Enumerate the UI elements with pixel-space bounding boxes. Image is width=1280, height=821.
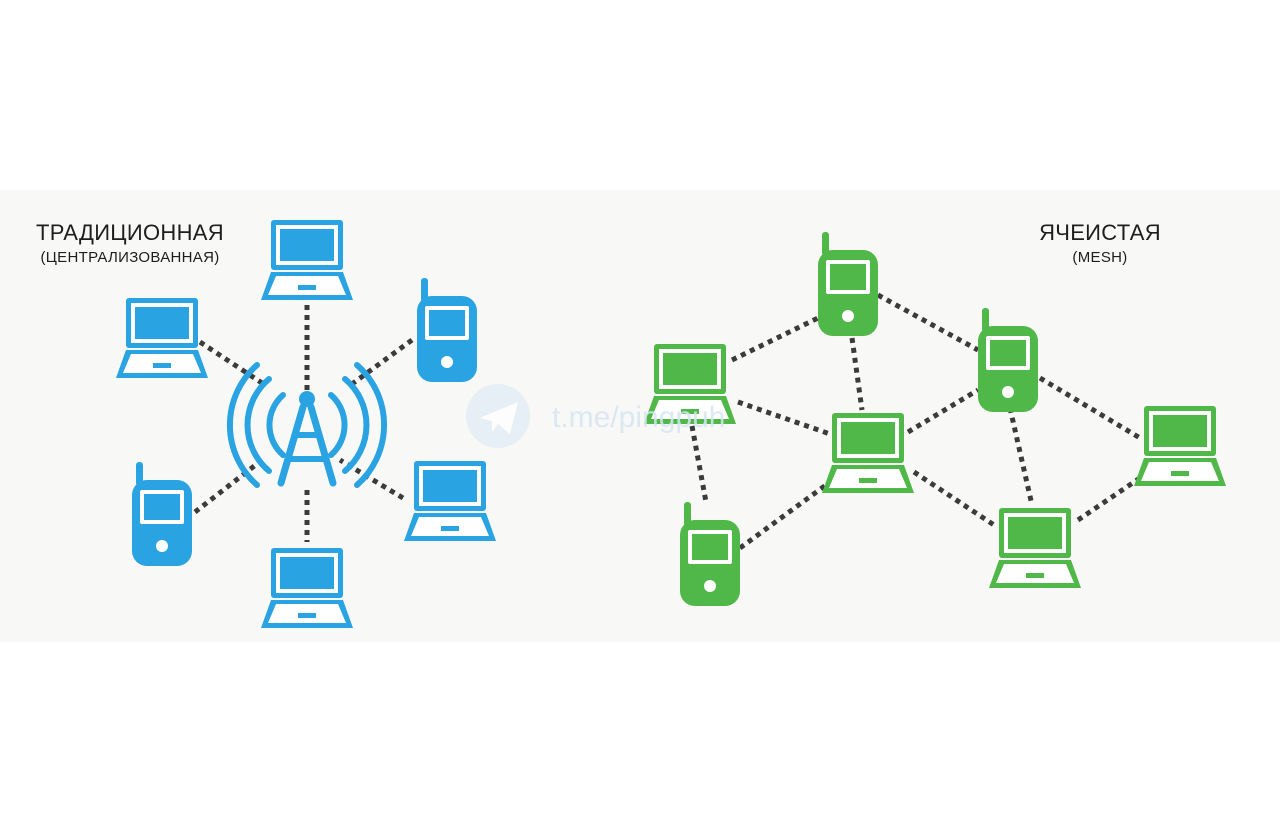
centralized-links: [193, 305, 414, 542]
link-mesh-laptopC-laptopBR: [912, 469, 996, 528]
mesh-laptop-bottom-right: [989, 508, 1081, 588]
watermark-text: t.me/pingpuh: [552, 401, 725, 434]
left-laptop-left: [116, 298, 208, 378]
mesh-laptop-center: [822, 413, 914, 493]
link-mesh-laptopL-laptopC: [737, 399, 831, 437]
link-mesh-phoneBL-laptopC: [738, 482, 828, 551]
telegram-icon: [466, 384, 530, 448]
link-mesh-laptopBR-laptopFR: [1076, 475, 1142, 523]
right-subtitle: (MESH): [1072, 249, 1127, 266]
mesh-phone-bottom-left: [680, 502, 740, 606]
link-tower-laptop-left: [198, 339, 264, 386]
left-title: ТРАДИЦИОННАЯ: [36, 220, 224, 245]
link-tower-phone-left: [193, 458, 264, 514]
left-laptop-bottom: [261, 548, 353, 628]
link-mesh-laptopL-phoneTop: [730, 315, 820, 363]
cell-tower-icon: [226, 362, 388, 488]
mesh-phone-right: [978, 308, 1038, 412]
link-tower-phone-right: [350, 337, 414, 387]
left-laptop-top: [261, 220, 353, 300]
watermark: t.me/pingpuh: [466, 384, 725, 448]
right-title: ЯЧЕИСТАЯ: [1039, 220, 1161, 245]
left-laptop-right: [404, 461, 496, 541]
left-subtitle: (ЦЕНТРАЛИЗОВАННАЯ): [40, 249, 219, 266]
mesh-laptop-far-right: [1134, 406, 1226, 486]
link-mesh-phoneTop-phoneR: [876, 292, 980, 353]
left-phone-left: [132, 462, 192, 566]
link-mesh-laptopC-phoneR: [906, 387, 980, 435]
link-mesh-laptopL-phoneBL: [689, 425, 709, 503]
mesh-phone-top: [818, 232, 878, 336]
left-phone-right: [417, 278, 477, 382]
mesh-links: [689, 292, 1142, 551]
link-mesh-phoneR-laptopBR: [1007, 407, 1035, 506]
link-mesh-phoneR-laptopFR: [1038, 375, 1142, 441]
link-mesh-phoneTop-laptopC: [849, 337, 865, 411]
